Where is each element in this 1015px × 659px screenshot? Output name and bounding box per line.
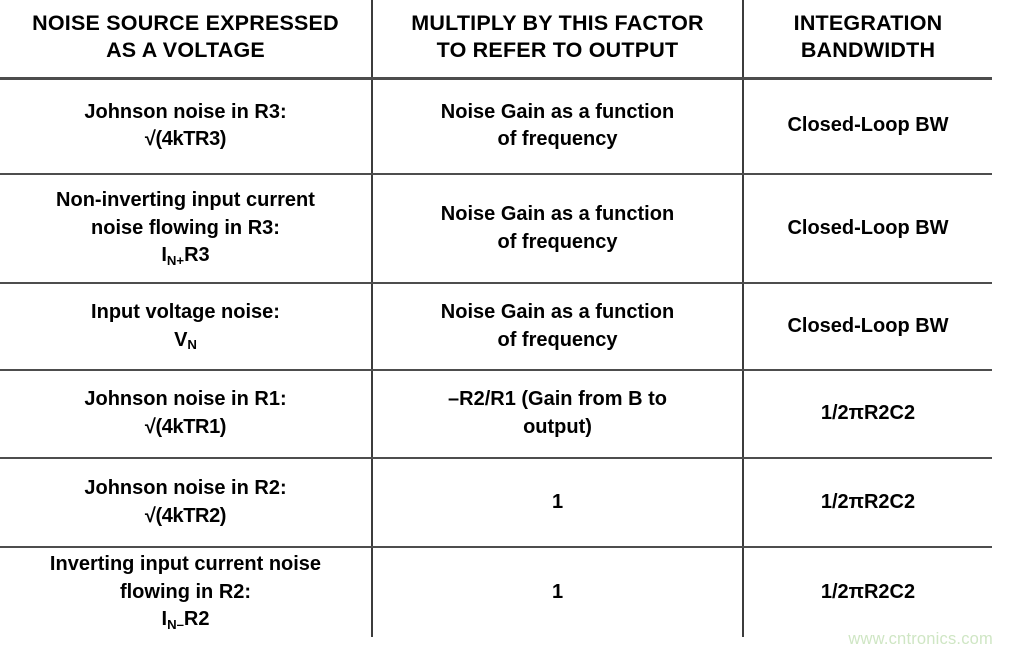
cell-multiply-factor: Noise Gain as a function of frequency (371, 174, 743, 284)
table-row: Johnson noise in R3: √(4kTR3) Noise Gain… (0, 78, 992, 175)
cell-integration-bandwidth: Closed-Loop BW (742, 78, 992, 175)
noise-source-formula: √(4kTR1) (10, 414, 361, 442)
column-header-noise-source: NOISE SOURCE EXPRESSED AS A VOLTAGE (0, 0, 372, 80)
cell-multiply-factor: 1 (371, 547, 743, 637)
noise-source-description-cont: noise flowing in R3: (91, 216, 280, 239)
noise-source-description: Johnson noise in R3: (84, 100, 287, 123)
noise-source-formula: IN+R3 (10, 242, 361, 270)
noise-contributions-table: NOISE SOURCE EXPRESSED AS A VOLTAGE MULT… (0, 0, 992, 637)
noise-source-description: Input voltage noise: (91, 300, 280, 323)
table-row: Non-inverting input current noise flowin… (0, 174, 992, 284)
bandwidth-value: Closed-Loop BW (787, 216, 949, 239)
column-header-integration-bandwidth-line2: BANDWIDTH (800, 38, 936, 63)
cell-integration-bandwidth: 1/2πR2C2 (742, 370, 992, 459)
noise-source-formula: IN–R2 (10, 606, 361, 634)
cell-multiply-factor: 1 (371, 458, 743, 548)
table-row: Inverting input current noise flowing in… (0, 547, 992, 637)
formula-subscript: N+ (166, 252, 185, 268)
watermark: www.cntronics.com (848, 630, 993, 648)
noise-source-description-cont: flowing in R2: (119, 580, 252, 603)
column-header-multiply-factor-line2: TO REFER TO OUTPUT (436, 38, 679, 63)
table-row: Johnson noise in R1: √(4kTR1) –R2/R1 (Ga… (0, 370, 992, 459)
cell-multiply-factor: –R2/R1 (Gain from B to output) (371, 370, 743, 459)
noise-source-description: Non-inverting input current (56, 189, 315, 212)
factor-line1: Noise Gain as a function (440, 100, 675, 123)
formula-tail: R3 (184, 244, 210, 267)
bandwidth-value: 1/2πR2C2 (820, 580, 916, 603)
factor-line1: Noise Gain as a function (440, 300, 675, 323)
table-header: NOISE SOURCE EXPRESSED AS A VOLTAGE MULT… (0, 0, 992, 80)
factor-line1: 1 (551, 580, 564, 603)
cell-integration-bandwidth: Closed-Loop BW (742, 174, 992, 284)
cell-multiply-factor: Noise Gain as a function of frequency (371, 283, 743, 371)
factor-line1: 1 (551, 490, 564, 513)
formula-tail: R2 (183, 608, 210, 631)
column-header-multiply-factor: MULTIPLY BY THIS FACTOR TO REFER TO OUTP… (371, 0, 743, 80)
header-row: NOISE SOURCE EXPRESSED AS A VOLTAGE MULT… (0, 0, 992, 80)
bandwidth-value: Closed-Loop BW (787, 114, 949, 137)
table-row: Johnson noise in R2: √(4kTR2) 1 1/2πR2C2 (0, 458, 992, 548)
factor-line2: of frequency (497, 328, 618, 351)
bandwidth-value: Closed-Loop BW (787, 314, 949, 337)
formula-subscript: N– (167, 616, 184, 632)
factor-line2: of frequency (497, 128, 618, 151)
column-header-noise-source-line2: AS A VOLTAGE (106, 38, 265, 63)
cell-integration-bandwidth: Closed-Loop BW (742, 283, 992, 371)
table-row: Input voltage noise: VN Noise Gain as a … (0, 283, 992, 371)
formula-base: √(4kTR1) (144, 416, 227, 438)
factor-line1: Noise Gain as a function (440, 202, 675, 225)
noise-source-description: Johnson noise in R1: (84, 388, 287, 411)
cell-noise-source: Input voltage noise: VN (0, 283, 372, 371)
noise-source-description: Johnson noise in R2: (84, 476, 287, 499)
table-body: Johnson noise in R3: √(4kTR3) Noise Gain… (0, 78, 992, 637)
cell-noise-source: Inverting input current noise flowing in… (0, 547, 372, 637)
factor-line2: output) (523, 416, 592, 438)
column-header-integration-bandwidth: INTEGRATION BANDWIDTH (742, 0, 992, 80)
cell-integration-bandwidth: 1/2πR2C2 (742, 547, 992, 637)
factor-line2: of frequency (497, 230, 618, 253)
formula-base: I (161, 244, 167, 267)
cell-integration-bandwidth: 1/2πR2C2 (742, 458, 992, 548)
factor-line1: –R2/R1 (Gain from B to (448, 388, 667, 411)
cell-multiply-factor: Noise Gain as a function of frequency (371, 78, 743, 175)
noise-source-formula: √(4kTR2) (10, 503, 361, 531)
formula-base: √(4kTR3) (144, 128, 227, 151)
formula-subscript: N (187, 337, 197, 353)
formula-base: V (174, 328, 188, 351)
cell-noise-source: Johnson noise in R2: √(4kTR2) (0, 458, 372, 548)
formula-base: √(4kTR2) (144, 504, 227, 527)
bandwidth-value: 1/2πR2C2 (820, 402, 916, 425)
cell-noise-source: Johnson noise in R3: √(4kTR3) (0, 78, 372, 175)
column-header-noise-source-line1: NOISE SOURCE EXPRESSED (32, 10, 339, 35)
noise-source-formula: √(4kTR3) (10, 126, 361, 154)
column-header-integration-bandwidth-line1: INTEGRATION (793, 10, 943, 35)
cell-noise-source: Johnson noise in R1: √(4kTR1) (0, 370, 372, 459)
noise-source-formula: VN (10, 327, 361, 355)
bandwidth-value: 1/2πR2C2 (820, 490, 916, 513)
noise-source-description: Inverting input current noise (49, 553, 322, 576)
cell-noise-source: Non-inverting input current noise flowin… (0, 174, 372, 284)
formula-base: I (161, 608, 168, 631)
column-header-multiply-factor-line1: MULTIPLY BY THIS FACTOR (411, 10, 704, 35)
